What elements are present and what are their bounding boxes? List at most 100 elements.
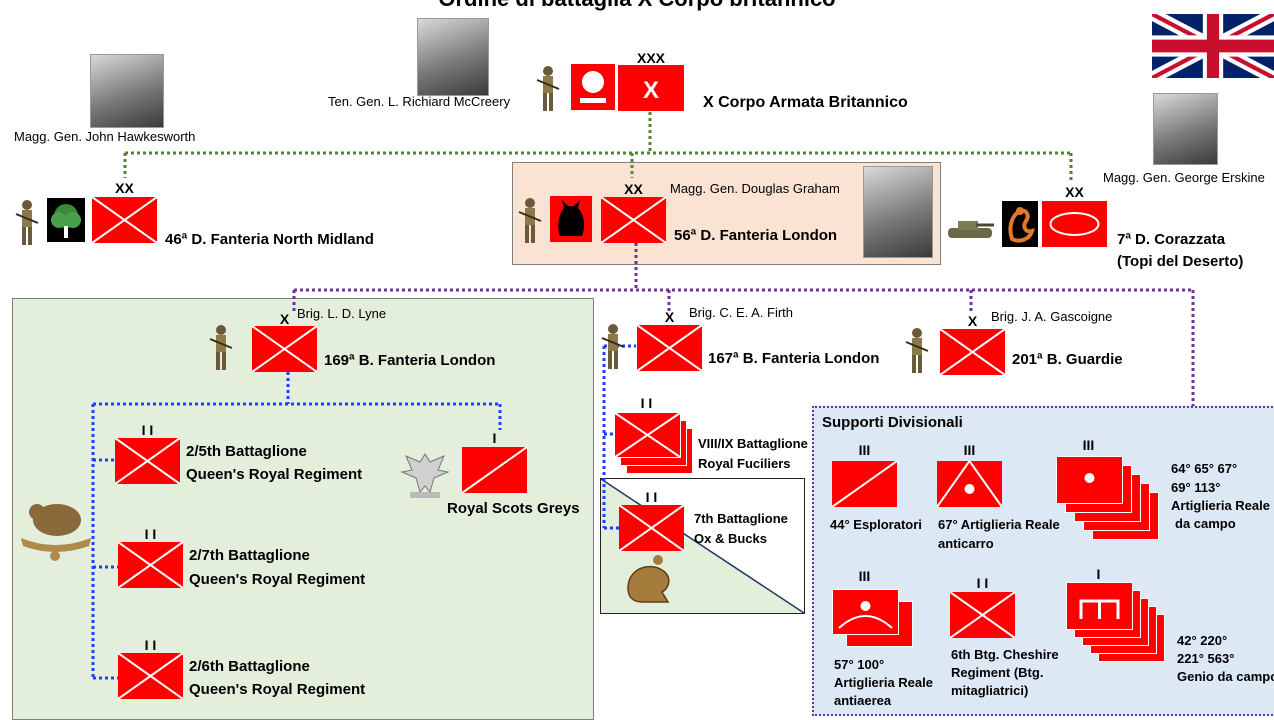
soldier-icon [905,328,929,373]
scots-symbol [462,447,527,493]
div56-name: 56ª D. Fanteria London [674,227,838,244]
mg-symbol [950,592,1015,638]
div7-commander: Magg. Gen. George Erskine [1103,170,1265,185]
recce-symbol [832,461,897,507]
oxbucks-line1: 7th Battaglione [694,511,788,526]
bugle-badge-icon [627,555,670,603]
aa-line1: 57° 100° [834,657,885,672]
desert-rat-insignia-icon [1002,201,1038,247]
bde167-name: 167ª B. Fanteria London [708,350,880,367]
fusiliers-line2: Royal Fuciliers [698,456,791,471]
page-title: Ordine di battaglia X Corpo britannico [0,0,1274,12]
oxbucks-symbol [619,505,684,551]
soldier-icon [601,324,625,369]
bde167-commander: Brig. C. E. A. Firth [689,305,794,320]
field-line2: 69° 113° [1171,480,1221,495]
div56-commander: Magg. Gen. Douglas Graham [670,181,840,196]
div7-name-line2: (Topi del Deserto) [1117,253,1244,270]
bn25-echelon: I I [141,422,154,438]
field-line1: 64° 65° 67° [1171,461,1238,476]
photo-mccreery [417,18,489,96]
bn26-line1: 2/6th Battaglione [189,658,310,675]
bn27-line2: Queen's Royal Regiment [189,571,366,588]
div56-symbol [601,197,666,243]
eng-line2: 221° 563° [1177,651,1235,666]
scots-name: Royal Scots Greys [447,500,580,517]
soldier-icon [536,66,560,111]
aa-line2: Artiglieria Reale [834,675,933,690]
bde201-commander: Brig. J. A. Gascoigne [991,309,1113,324]
photo-erskine [1153,93,1218,165]
eng-line1: 42° 220° [1177,633,1228,648]
div7-symbol [1042,201,1107,247]
bde169-commander: Brig. L. D. Lyne [297,306,387,321]
bn27-echelon: I I [144,526,157,542]
antitank-echelon: III [963,442,976,458]
bde169-name: 169ª B. Fanteria London [324,352,496,369]
soldier-icon [15,200,39,245]
mg-line1: 6th Btg. Cheshire [951,647,1059,662]
black-cat-insignia-icon [550,196,592,242]
soldier-icon [209,325,233,370]
field-line4: da campo [1175,516,1236,531]
bn26-symbol [118,653,183,699]
antitank-line1: 67° Artiglieria Reale [938,517,1060,532]
aa-line3: antiaerea [834,693,892,708]
antitank-symbol [937,461,1002,507]
tank-icon [948,221,994,238]
eagle-badge-icon [400,453,450,498]
regimental-badge-icon [21,504,91,561]
soldier-icon [518,198,542,243]
photo-hawkesworth [90,54,164,128]
recce-echelon: III [858,442,871,458]
fusiliers-line1: VIII/IX Battaglione [698,436,808,451]
oxbucks-echelon: I I [645,489,658,505]
field-line3: Artiglieria Reale [1171,498,1270,513]
fusiliers-echelon: I I [640,395,653,411]
bde169-symbol [252,326,317,372]
union-flag-icon [1149,8,1274,84]
mg-echelon: I I [976,575,989,591]
div46-symbol [92,197,157,243]
bn25-line1: 2/5th Battaglione [186,443,307,460]
div7-echelon: XX [1065,184,1084,200]
div46-commander: Magg. Gen. John Hawkesworth [14,129,196,144]
bn27-line1: 2/7th Battaglione [189,547,310,564]
eng-echelon: I [1096,566,1101,582]
fusiliers-symbol [614,412,681,458]
supports-box [812,406,1274,716]
div56-echelon: XX [624,181,643,197]
bde169-echelon: X [279,311,290,327]
recce-label: 44° Esploratori [830,517,922,532]
bde201-name: 201ª B. Guardie [1012,351,1123,368]
corps-commander: Ten. Gen. L. Richiard McCreery [328,94,511,109]
photo-graham [863,166,933,258]
mg-line2: Regiment (Btg. [951,665,1044,680]
corps-symbol: X [618,65,684,111]
bde201-echelon: X [967,313,978,329]
antitank-line2: anticarro [938,536,994,551]
oxbucks-line2: Ox & Bucks [694,531,767,546]
svg-text:X: X [643,77,659,104]
bn26-echelon: I I [144,637,157,653]
eng-line3: Genio da campo [1177,669,1274,684]
mg-line3: mitagliatrici) [951,683,1029,698]
bn27-symbol [118,542,183,588]
field-echelon: III [1082,437,1095,453]
div7-name-line1: 7ª D. Corazzata [1117,231,1226,248]
bn26-line2: Queen's Royal Regiment [189,681,366,698]
bde201-symbol [940,329,1005,375]
div46-echelon: XX [115,180,134,196]
scots-echelon: I [492,430,497,446]
bn25-line2: Queen's Royal Regiment [186,466,363,483]
field-symbol [1056,456,1123,504]
corps-name: X Corpo Armata Britannico [703,94,908,111]
corps-echelon: XXX [636,50,665,66]
bn25-symbol [115,438,180,484]
eng-symbol [1066,582,1133,630]
aa-symbol [832,589,899,635]
div46-name: 46ª D. Fanteria North Midland [165,231,374,248]
oak-tree-insignia-icon [47,198,85,242]
bde167-symbol [637,325,702,371]
